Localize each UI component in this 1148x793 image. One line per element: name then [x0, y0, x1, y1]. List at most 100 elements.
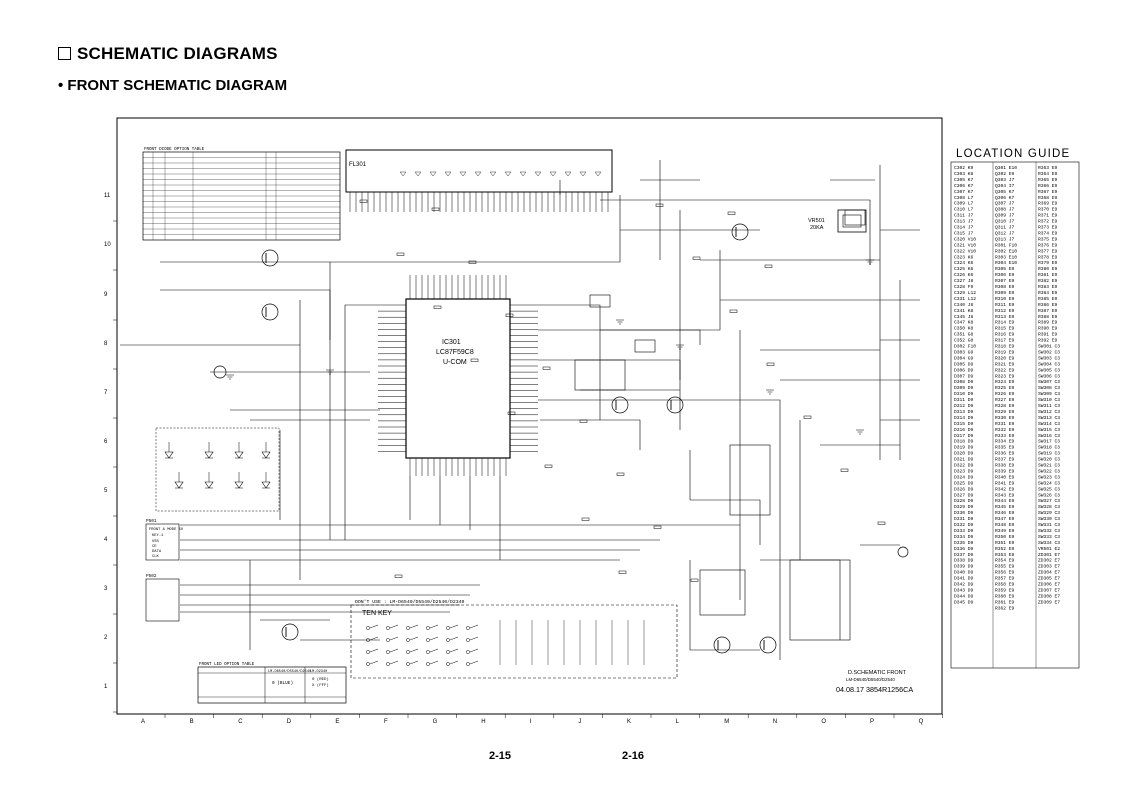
location-guide-entry: R369 E9	[1038, 201, 1058, 207]
location-guide-entry: R392 E9	[1038, 338, 1058, 344]
location-guide-entry: ZD308 E7	[1038, 593, 1060, 599]
location-guide-entry: Q304 I7	[995, 183, 1015, 189]
location-guide-entry: R313 E9	[995, 314, 1015, 320]
resistor-symbol	[653, 525, 662, 529]
resistor-symbol	[579, 419, 588, 423]
resistor-symbol	[727, 211, 736, 215]
location-guide-entry: D316 D9	[954, 427, 974, 433]
circuit-components	[213, 199, 909, 654]
location-guide-entry: SW302 C3	[1038, 349, 1060, 355]
resistor-symbol	[581, 517, 590, 521]
resistor-symbol	[692, 256, 701, 260]
location-guide-entry: Q305 K7	[995, 189, 1015, 195]
grid-row-label: 1	[104, 684, 108, 690]
location-guide-entry: D323 D9	[954, 468, 974, 474]
location-guide-entry: C329 L12	[954, 290, 976, 296]
location-guide-entry: R384 E9	[1038, 290, 1058, 296]
location-guide-entry: D305 D9	[954, 361, 974, 367]
location-guide-entry: SW316 C3	[1038, 433, 1060, 439]
location-guide-entry: VR501 E2	[1038, 546, 1060, 552]
checkbox-bullet-icon	[58, 47, 71, 60]
location-guide-entry: D330 D9	[954, 510, 974, 516]
resistor-symbol	[764, 264, 773, 268]
location-guide-entry: D342 D9	[954, 582, 974, 588]
location-guide-entry: R311 E9	[995, 302, 1015, 308]
sensor-symbol	[213, 365, 227, 379]
location-guide-entry: D337 D9	[954, 552, 974, 558]
location-guide-entry: C323 K6	[954, 254, 974, 260]
location-guide-entry: R389 E9	[1038, 320, 1058, 326]
ground-icon	[326, 369, 334, 375]
ic-block	[634, 339, 656, 353]
location-guide-entry: R321 E9	[995, 361, 1015, 367]
location-guide-entry: R387 E9	[1038, 308, 1058, 314]
grid-col-label: B	[190, 719, 194, 725]
location-guide-entry: R332 E9	[995, 427, 1015, 433]
location-guide-entry: R325 E9	[995, 385, 1015, 391]
vr-value: 20KA	[810, 225, 824, 231]
resistor-symbol	[470, 358, 479, 362]
location-guide-entry: SW308 C3	[1038, 385, 1060, 391]
svg-text:LM-D6540/D5540/D2540: LM-D6540/D5540/D2540	[268, 669, 311, 674]
location-guide-entry: ZD304 E7	[1038, 570, 1060, 576]
location-guide-entry: R343 E9	[995, 492, 1015, 498]
location-guide-entry: Q311 J7	[995, 225, 1015, 231]
resistor-symbol	[616, 472, 625, 476]
location-guide-entry: SW325 C3	[1038, 486, 1060, 492]
location-guide-entry: R338 E9	[995, 463, 1015, 469]
location-guide-entry: C345 J8	[954, 314, 974, 320]
location-guide-entry: D319 D9	[954, 445, 974, 451]
location-guide-entry: D336 D9	[954, 546, 974, 552]
grid-row-label: 10	[104, 242, 111, 248]
section-title-text: SCHEMATIC DIAGRAMS	[77, 44, 278, 63]
location-guide-entry: D335 D9	[954, 540, 974, 546]
location-guide-entry: R318 E9	[995, 344, 1015, 350]
location-guide-entry: D315 D9	[954, 421, 974, 427]
connector-label: P501	[146, 519, 157, 524]
resistor-symbol	[690, 578, 699, 582]
location-guide-entry: C308 L7	[954, 195, 974, 201]
grid-row-label: 2	[104, 635, 108, 641]
location-guide-entry: C326 K6	[954, 272, 974, 278]
location-guide-entry: R328 E9	[995, 403, 1015, 409]
ic-block	[844, 209, 866, 226]
location-guide-entry: R346 E9	[995, 510, 1015, 516]
transistor-symbol	[713, 636, 731, 654]
location-guide-title: LOCATION GUIDE	[956, 148, 1070, 160]
location-guide-entry: R366 E9	[1038, 183, 1058, 189]
location-guide-entry: D304 G9	[954, 355, 974, 361]
location-guide-entry: R312 E9	[995, 308, 1015, 314]
location-guide-entry: R348 E9	[995, 522, 1015, 528]
ic-block	[589, 294, 611, 308]
location-guide-entry: R327 E9	[995, 397, 1015, 403]
location-guide-entry: ZD305 E7	[1038, 576, 1060, 582]
location-guide-entry: R385 E9	[1038, 296, 1058, 302]
resistor-symbol	[468, 260, 477, 264]
location-guide-entry: R347 E9	[995, 516, 1015, 522]
location-guide-entry: SW327 C3	[1038, 498, 1060, 504]
location-guide-entry: C350 K8	[954, 326, 974, 332]
location-guide-entry: R390 E9	[1038, 326, 1058, 332]
location-guide-entry: R322 E9	[995, 367, 1015, 373]
fl-display: FL301	[345, 149, 613, 212]
grid-row-label: 8	[104, 341, 108, 347]
location-guide-entry: R326 E9	[995, 391, 1015, 397]
location-guide-entry: SW321 C3	[1038, 463, 1060, 469]
grid-row-label: 11	[104, 193, 111, 199]
resistor-symbol	[618, 570, 627, 574]
location-guide-entry: Q310 J7	[995, 219, 1015, 225]
location-guide-entry: C331 L12	[954, 296, 976, 302]
location-guide-entry: Q312 J7	[995, 230, 1015, 236]
location-guide-entry: D321 D9	[954, 457, 974, 463]
location-guide-entry: R354 E9	[995, 558, 1015, 564]
location-guide-entry: C310 L7	[954, 207, 974, 213]
location-guide-entry: R374 E9	[1038, 230, 1058, 236]
svg-text:CE: CE	[152, 545, 157, 549]
location-guide-entry: C315 J7	[954, 230, 974, 236]
location-guide-entry: R364 E9	[1038, 171, 1058, 177]
location-guide-entry: SW329 C3	[1038, 510, 1060, 516]
resistor-symbol	[542, 366, 551, 370]
location-guide-entry: R371 E9	[1038, 213, 1058, 219]
resistor-symbol	[840, 468, 849, 472]
grid-col-label: K	[627, 719, 631, 725]
